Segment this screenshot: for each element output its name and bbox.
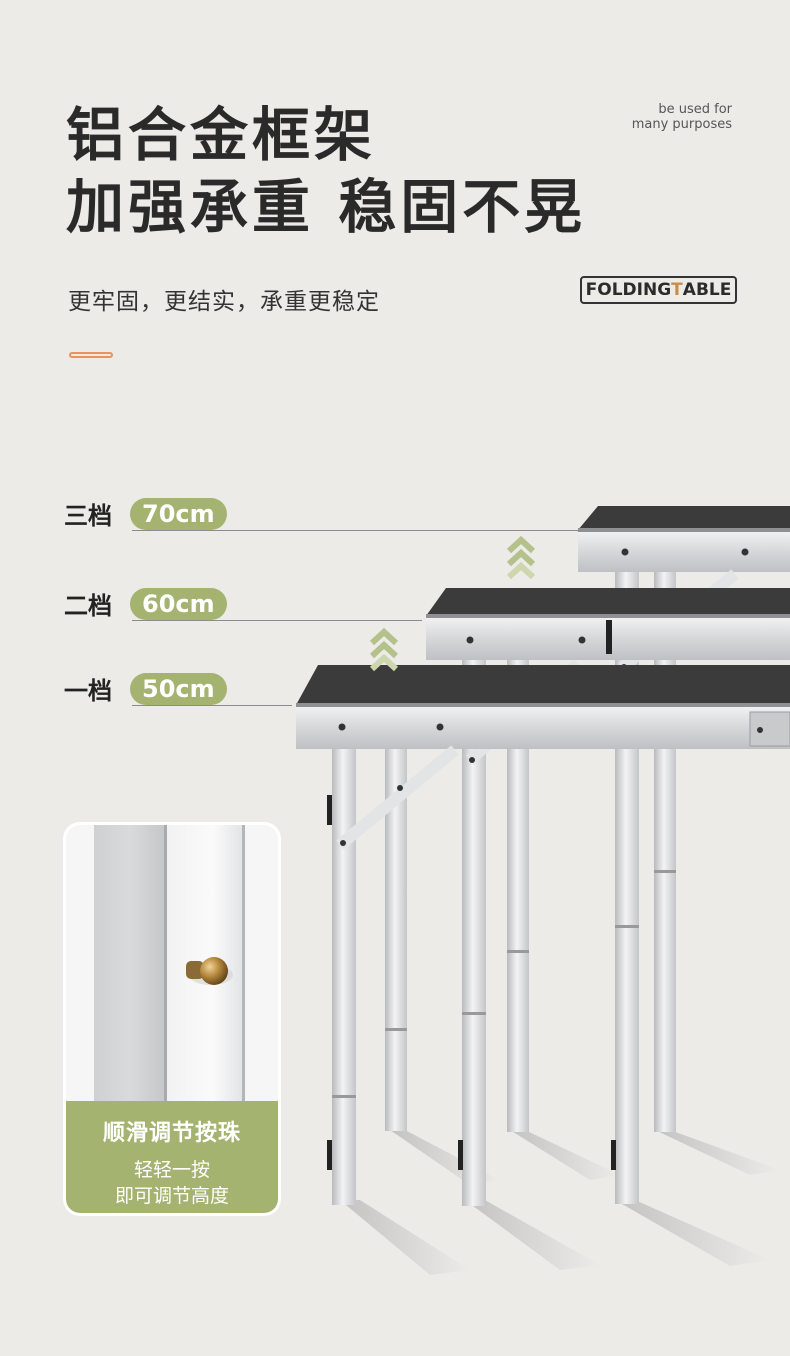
table-level-1: [296, 665, 790, 1205]
badge-text-main: FOLDING: [585, 280, 672, 300]
level-guide-line: [132, 620, 422, 621]
level-label: 二档: [64, 592, 112, 620]
level-guide-line: [132, 530, 580, 531]
height-level-2: 二档 60cm: [64, 586, 422, 621]
badge-text-tail: ABLE: [682, 280, 732, 300]
up-chevron-icon: [369, 627, 399, 672]
height-level-3: 三档 70cm: [64, 496, 580, 531]
accent-divider: [69, 352, 113, 358]
detail-title: 顺滑调节按珠: [102, 1121, 241, 1146]
tagline-line-1: be used for: [658, 102, 732, 117]
up-chevron-icon: [506, 535, 536, 580]
tagline: be used for many purposes: [632, 102, 732, 132]
level-height-pill: 50cm: [130, 672, 227, 705]
subtitle: 更牢固，更结实，承重更稳定: [68, 289, 380, 315]
tagline-line-2: many purposes: [631, 117, 732, 132]
badge-text-accent: T: [671, 280, 683, 300]
level-label: 三档: [64, 502, 112, 530]
title-line-1: 铝合金框架: [66, 101, 377, 169]
title-line-2: 加强承重 稳固不晃: [66, 173, 587, 241]
level-height-pill: 70cm: [130, 497, 227, 530]
level-height-pill: 60cm: [130, 587, 227, 620]
table-level-2: [426, 588, 790, 1206]
floor-shadows: [340, 1130, 780, 1275]
height-level-1: 一档 50cm: [64, 671, 292, 706]
level-label: 一档: [64, 677, 112, 705]
detail-caption: 顺滑调节按珠 轻轻一按 即可调节高度: [66, 1101, 278, 1213]
level-guide-line: [132, 705, 292, 706]
adjust-bead-closeup: [66, 825, 278, 1101]
detail-line-2: 即可调节高度: [114, 1185, 229, 1207]
adjust-button-detail-card: 顺滑调节按珠 轻轻一按 即可调节高度: [66, 825, 278, 1213]
detail-line-1: 轻轻一按: [133, 1159, 210, 1181]
